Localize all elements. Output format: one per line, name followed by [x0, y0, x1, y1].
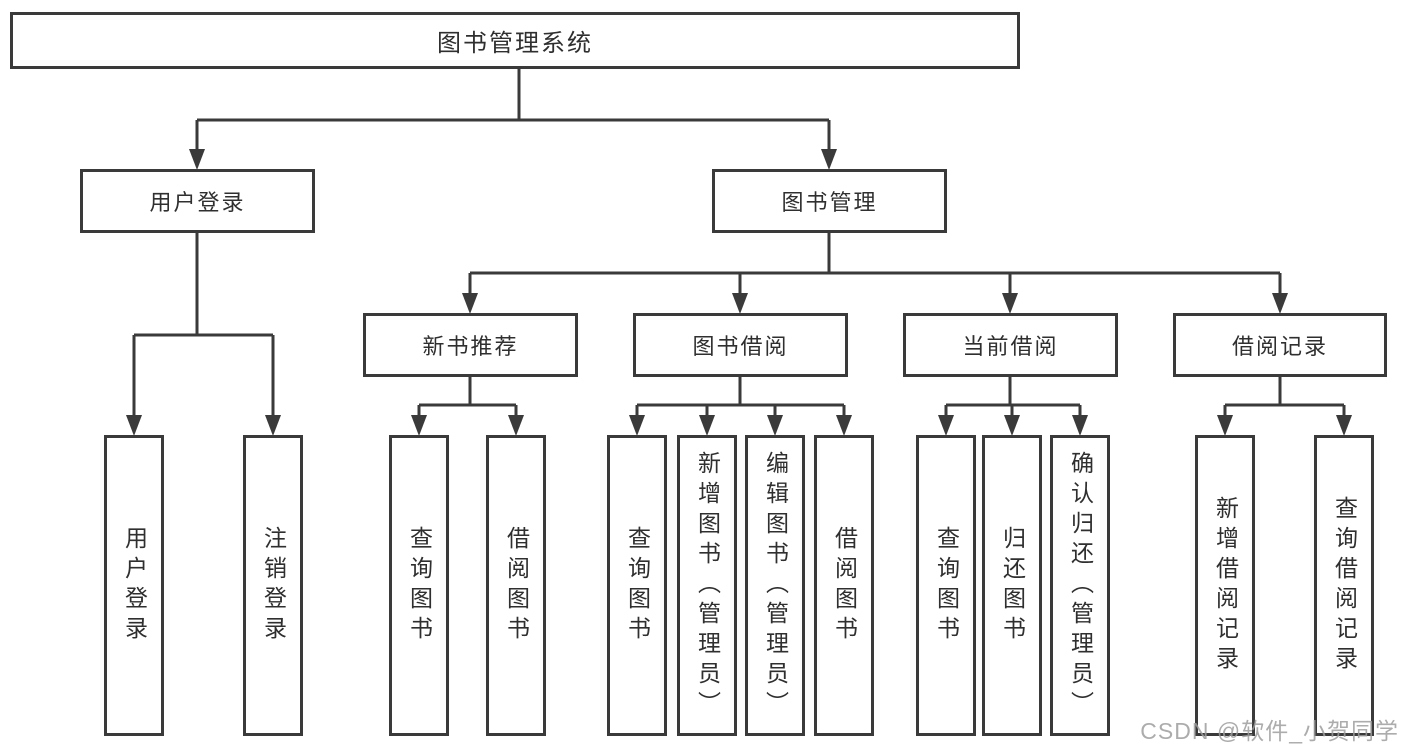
leaf-query-books-current: 查询图书: [916, 435, 976, 736]
connector-current-borrowing-children: [944, 377, 1082, 417]
arrowhead: [629, 415, 645, 436]
leaf-return-book: 归还图书: [982, 435, 1042, 736]
node-label: 图书管理系统: [437, 30, 593, 57]
leaf-query-books-recommend: 查询图书: [389, 435, 449, 736]
node-book-management: 图书管理: [712, 169, 947, 233]
node-new-book-recommend: 新书推荐: [363, 313, 578, 377]
node-label: 图书借阅: [692, 334, 789, 359]
leaf-label: 用户登录: [121, 525, 148, 646]
leaf-label: 注销登录: [260, 525, 287, 646]
csdn-watermark: CSDN @软件_小贺同学: [1140, 718, 1399, 744]
leaf-logout: 注销登录: [243, 435, 303, 736]
leaf-label: 查询图书: [624, 525, 651, 646]
connector-new-book-recommend-children: [417, 377, 518, 417]
leaf-query-borrow-record: 查询借阅记录: [1314, 435, 1374, 736]
arrowhead: [1072, 415, 1088, 436]
leaf-label: 新增借阅记录: [1212, 495, 1239, 676]
leaf-label: 编辑图书（管理员）: [762, 450, 789, 721]
node-label: 图书管理: [781, 190, 878, 215]
node-label: 新书推荐: [422, 334, 519, 359]
arrowhead: [508, 415, 524, 436]
node-label: 借阅记录: [1231, 334, 1328, 359]
leaf-label: 归还图书: [999, 525, 1026, 646]
leaf-add-borrow-record: 新增借阅记录: [1195, 435, 1255, 736]
leaf-add-book-admin: 新增图书（管理员）: [677, 435, 737, 736]
connector-book-borrowing-children: [635, 377, 846, 417]
connector-root-to-level2: [195, 69, 831, 151]
arrowhead: [189, 149, 205, 170]
arrowhead: [836, 415, 852, 436]
arrowhead: [821, 149, 837, 170]
node-label: 当前借阅: [962, 334, 1059, 359]
leaf-label: 确认归还（管理员）: [1067, 450, 1094, 721]
leaf-label: 查询图书: [406, 525, 433, 646]
connector-book-management-children: [468, 233, 1282, 295]
leaf-label: 借阅图书: [503, 525, 530, 646]
leaf-confirm-return-admin: 确认归还（管理员）: [1050, 435, 1110, 736]
arrowhead: [1272, 293, 1288, 314]
leaf-query-books-borrowing: 查询图书: [607, 435, 667, 736]
arrowhead: [1004, 415, 1020, 436]
leaf-label: 借阅图书: [831, 525, 858, 646]
leaf-label: 查询借阅记录: [1331, 495, 1358, 676]
arrowhead: [462, 293, 478, 314]
leaf-label: 查询图书: [933, 525, 960, 646]
leaf-user-login: 用户登录: [104, 435, 164, 736]
arrowhead: [1217, 415, 1233, 436]
leaf-label: 新增图书（管理员）: [694, 450, 721, 721]
leaf-borrow-books-borrowing: 借阅图书: [814, 435, 874, 736]
arrowhead: [732, 293, 748, 314]
node-borrowing-records: 借阅记录: [1173, 313, 1387, 377]
arrowhead: [938, 415, 954, 436]
arrowhead: [411, 415, 427, 436]
node-book-borrowing: 图书借阅: [633, 313, 848, 377]
arrowhead: [265, 415, 281, 436]
leaf-edit-book-admin: 编辑图书（管理员）: [745, 435, 805, 736]
arrowhead: [1002, 293, 1018, 314]
node-user-login: 用户登录: [80, 169, 315, 233]
connector-borrowing-records-children: [1223, 377, 1346, 417]
leaf-borrow-books-recommend: 借阅图书: [486, 435, 546, 736]
connector-user-login-children: [132, 233, 275, 417]
arrowhead: [767, 415, 783, 436]
node-current-borrowing: 当前借阅: [903, 313, 1118, 377]
arrowhead: [699, 415, 715, 436]
node-root-library-system: 图书管理系统: [10, 12, 1020, 69]
arrowhead: [126, 415, 142, 436]
arrowhead: [1336, 415, 1352, 436]
node-label: 用户登录: [149, 190, 246, 215]
